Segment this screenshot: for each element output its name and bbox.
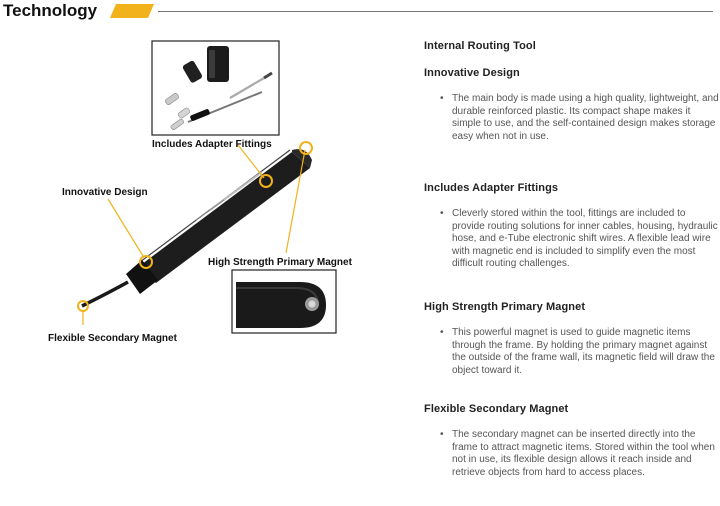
title-accent-bar: [110, 4, 154, 18]
section-heading: Flexible Secondary Magnet: [424, 403, 569, 415]
callout-adapter-fittings: Includes Adapter Fittings: [152, 139, 272, 150]
section-heading: Includes Adapter Fittings: [424, 182, 559, 194]
magnet-closeup-inset: [231, 269, 337, 334]
product-illustration: [77, 40, 337, 334]
product-diagram: Includes Adapter Fittings Innovative Des…: [48, 40, 352, 344]
header-divider: [158, 11, 713, 12]
section-heading: Innovative Design: [424, 67, 520, 79]
adapter-fittings-inset: [151, 40, 280, 136]
callout-markers: [77, 141, 313, 312]
section-adapter-fittings: Includes Adapter Fittings Cleverly store…: [424, 182, 720, 271]
section-secondary-magnet: Flexible Secondary Magnet The secondary …: [424, 403, 720, 479]
callout-leaders: [82, 144, 306, 325]
tool-body: [81, 149, 312, 308]
page-title: Technology: [3, 1, 98, 20]
section-heading: High Strength Primary Magnet: [424, 301, 586, 313]
section-body: This powerful magnet is used to guide ma…: [424, 327, 720, 377]
section-primary-magnet: High Strength Primary Magnet This powerf…: [424, 301, 720, 377]
section-body: The secondary magnet can be inserted dir…: [424, 429, 720, 479]
section-innovative-design: Innovative Design The main body is made …: [424, 67, 720, 143]
section-body: Cleverly stored within the tool, fitting…: [424, 208, 720, 271]
section-body: The main body is made using a high quali…: [424, 93, 720, 143]
product-title: Internal Routing Tool: [424, 40, 536, 52]
callout-innovative-design: Innovative Design: [62, 187, 148, 198]
callout-secondary-magnet: Flexible Secondary Magnet: [48, 333, 177, 344]
callout-primary-magnet: High Strength Primary Magnet: [208, 257, 352, 268]
